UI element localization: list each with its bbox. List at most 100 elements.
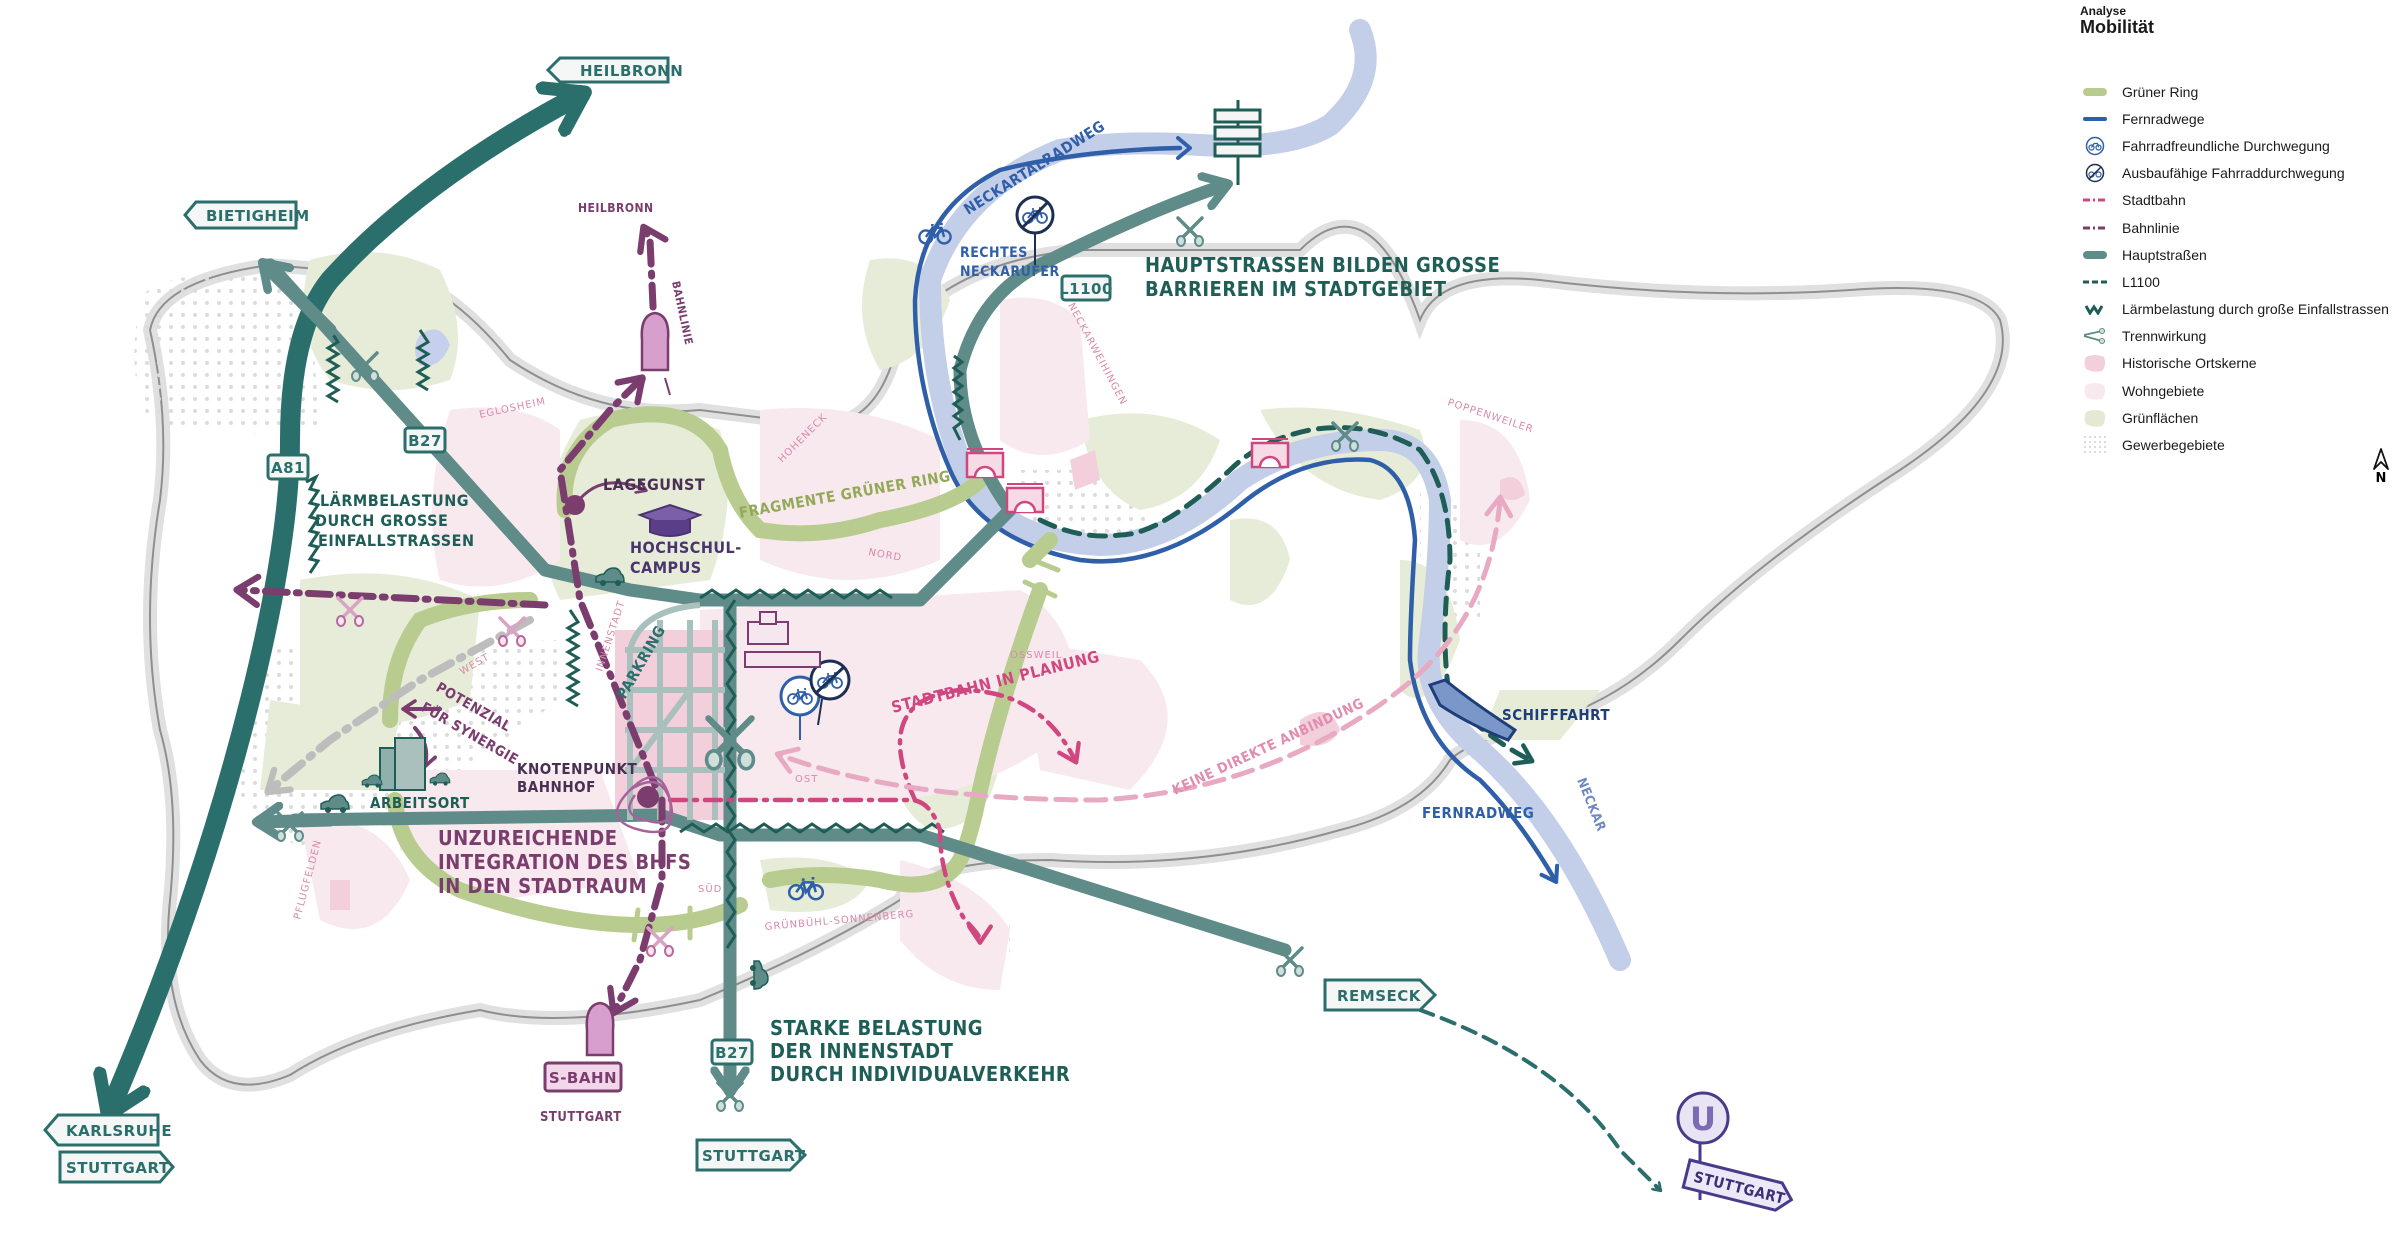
noise-annotation-line2: DURCH GROSSE xyxy=(315,511,448,530)
green-ring-swatch-icon xyxy=(2080,83,2110,101)
graduation-cap-icon xyxy=(637,503,703,537)
hauptstrassen-line1: HAUPTSTRASSEN BILDEN GROSSE xyxy=(1145,253,1500,277)
legend-label: Ausbaufähige Fahrraddurchwegung xyxy=(2122,165,2345,182)
inner-city-grid xyxy=(625,602,725,820)
main-road-swatch-icon xyxy=(2080,246,2110,264)
heilbronn-rail-label: HEILBRONN xyxy=(578,201,654,215)
stuttgart-sbahn-label: STUTTGART xyxy=(540,1110,622,1125)
starke-belastung-line3: DURCH INDIVIDUALVERKEHR xyxy=(770,1062,1070,1086)
legend-item: Lärmbelastung durch große Einfallstrasse… xyxy=(2080,296,2390,323)
map-legend: Analyse Mobilität Grüner Ring Fernradweg… xyxy=(2080,4,2390,459)
office-buildings-icon xyxy=(361,737,451,791)
unzureichende-label-line3: IN DEN STADTRAUM xyxy=(438,874,647,898)
legend-label: Lärmbelastung durch große Einfallstrasse… xyxy=(2122,301,2389,318)
district-sued: SÜD xyxy=(698,882,722,895)
legend-item: Grünflächen xyxy=(2080,404,2390,431)
badge-b27-south: B27 xyxy=(710,1038,754,1066)
unzureichende-label-line2: INTEGRATION DES BHFS xyxy=(438,850,691,874)
badge-b27-north: B27 xyxy=(403,426,447,454)
sign-s-bahn: S-BAHN xyxy=(543,1061,623,1093)
signpost-icon xyxy=(1213,100,1262,185)
legend-item: Hauptstraßen xyxy=(2080,241,2390,268)
legend-item: Bahnlinie xyxy=(2080,214,2390,241)
noise-zigzag-icon xyxy=(2080,300,2110,318)
legend-item: Gewerbegebiete xyxy=(2080,431,2390,458)
starke-belastung-line2: DER INNENSTADT xyxy=(770,1039,954,1063)
legend-label: L1100 xyxy=(2122,273,2160,290)
legend-label: Grünflächen xyxy=(2122,409,2199,426)
no-direct-connection-route xyxy=(774,494,1514,803)
legend-label: Fernradwege xyxy=(2122,110,2205,127)
north-label: N xyxy=(2375,471,2387,486)
legend-label: Gewerbegebiete xyxy=(2122,437,2225,454)
legend-label: Trennwirkung xyxy=(2122,328,2207,345)
train-icon xyxy=(585,1001,615,1057)
legend-label: Bahnlinie xyxy=(2122,219,2180,236)
legend-label: Stadtbahn xyxy=(2122,192,2186,209)
long-distance-cycle-swatch-icon xyxy=(2080,110,2110,128)
district-ost: OST xyxy=(795,774,818,785)
legend-item: Grüner Ring xyxy=(2080,78,2390,105)
svg-text:A81: A81 xyxy=(271,459,305,477)
historic-core-swatch-icon xyxy=(2080,354,2110,373)
legend-item: Trennwirkung xyxy=(2080,323,2390,350)
legend-item: Ausbaufähige Fahrraddurchwegung xyxy=(2080,160,2390,187)
svg-text:REMSECK: REMSECK xyxy=(1337,987,1422,1005)
svg-text:KARLSRUHE: KARLSRUHE xyxy=(66,1122,172,1140)
legend-label: Wohngebiete xyxy=(2122,382,2205,399)
legend-item: L1100 xyxy=(2080,268,2390,295)
l1100-swatch-icon xyxy=(2080,273,2110,291)
rechtes-label-line2: NECKARUFER xyxy=(960,264,1060,280)
neckar-label: NECKAR xyxy=(1573,776,1608,834)
ship-icon xyxy=(1427,678,1518,742)
inactive-markgroeninger-railway xyxy=(264,616,534,796)
noise-zigzag-a81 xyxy=(305,473,321,574)
noise-annotation-line1: LÄRMBELASTUNG xyxy=(320,491,469,510)
hauptstrassen-line2: BARRIEREN IM STADTGEBIET xyxy=(1145,277,1447,301)
residential-swatch-icon xyxy=(2080,382,2110,400)
legend-list: Grüner Ring Fernradwege Fahrradfreundlic… xyxy=(2080,78,2390,459)
north-arrow-icon xyxy=(2373,448,2389,470)
bike-friendly-icon xyxy=(2080,136,2110,156)
u-bahn-sign: U STUTTGART xyxy=(1676,1091,1794,1212)
svg-text:L1100: L1100 xyxy=(1059,280,1113,298)
legend-label: Historische Ortskerne xyxy=(2122,355,2257,372)
district-ossweil: OSSWEIL xyxy=(1010,650,1062,661)
bridge-icon xyxy=(965,447,1005,479)
svg-text:S-BAHN: S-BAHN xyxy=(549,1069,617,1087)
svg-text:STUTTGART: STUTTGART xyxy=(702,1147,806,1165)
knotenpunkt-label-line2: BAHNHOF xyxy=(517,778,596,796)
sign-stuttgart-south: STUTTGART xyxy=(695,1138,808,1172)
legend-kicker: Analyse xyxy=(2080,4,2127,18)
sign-heilbronn: HEILBRONN xyxy=(545,56,683,84)
svg-text:B27: B27 xyxy=(408,432,442,450)
tram-line-swatch-icon xyxy=(2080,191,2110,209)
train-icon xyxy=(639,311,671,396)
scissors-icon xyxy=(1175,216,1205,248)
badge-a81: A81 xyxy=(266,453,310,481)
sign-remseck: REMSECK xyxy=(1323,978,1438,1012)
legend-label: Hauptstraßen xyxy=(2122,246,2207,263)
noise-annotation-line3: EINFALLSTRASSEN xyxy=(318,531,475,550)
starke-belastung-line1: STARKE BELASTUNG xyxy=(770,1016,983,1040)
legend-label: Fahrradfreundliche Durchwegung xyxy=(2122,137,2330,154)
arbeitsort-label: ARBEITSORT xyxy=(370,794,470,812)
b27-bietigheim-road xyxy=(265,265,337,337)
fernradweg-label: FERNRADWEG xyxy=(1422,804,1534,822)
sign-bietigheim: BIETIGHEIM xyxy=(183,200,309,230)
svg-text:B27: B27 xyxy=(715,1044,749,1062)
lagegunst-label: LAGEGUNST xyxy=(603,475,705,494)
legend-item: Fernradwege xyxy=(2080,105,2390,132)
legend-item: Fahrradfreundliche Durchwegung xyxy=(2080,132,2390,159)
scissors-icon xyxy=(2080,327,2110,345)
svg-text:STUTTGART: STUTTGART xyxy=(66,1159,170,1177)
green-space-swatch-icon xyxy=(2080,409,2110,427)
bahnlinie-label: BAHNLINIE xyxy=(669,280,695,346)
bike-improvable-sign-icon xyxy=(1015,195,1055,265)
legend-title-underline xyxy=(2080,45,2345,53)
unzureichende-label-line1: UNZUREICHENDE xyxy=(438,826,618,850)
rechtes-label-line1: RECHTES xyxy=(960,245,1028,261)
sign-stuttgart-west: STUTTGART xyxy=(58,1150,175,1184)
remseck-to-stuttgart-route xyxy=(1418,1008,1660,1190)
knotenpunkt-label-line1: KNOTENPUNKT xyxy=(517,760,638,778)
